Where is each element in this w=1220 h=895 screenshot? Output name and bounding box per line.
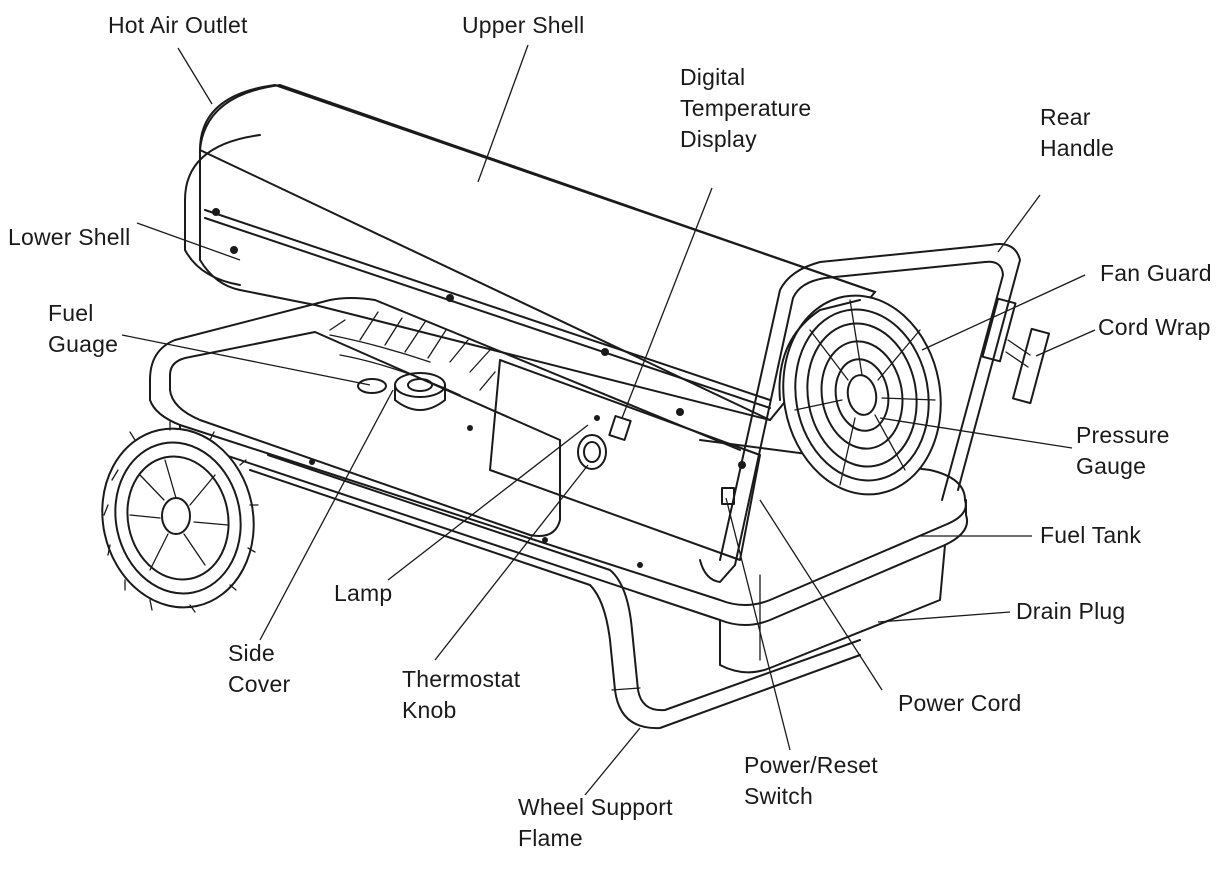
label-line: Fuel — [48, 300, 94, 326]
leader-side-cover — [259, 389, 394, 641]
wheel — [101, 421, 259, 613]
label-digital-temperature-display: Digital Temperature Display — [680, 62, 811, 155]
leader-power-cord — [759, 499, 883, 691]
fan-guard — [778, 294, 942, 496]
label-line: Handle — [1040, 135, 1115, 161]
label-power-reset-switch: Power/Reset Switch — [744, 750, 878, 812]
label-line: Display — [680, 126, 757, 152]
label-lower-shell: Lower Shell — [8, 222, 130, 253]
label-drain-plug-text: Drain Plug — [1016, 598, 1126, 624]
label-fuel-tank-text: Fuel Tank — [1040, 522, 1142, 548]
leader-thermostat-knob — [434, 464, 589, 661]
shell-cylinder — [184, 83, 877, 469]
body-side-panel — [169, 311, 761, 561]
label-upper-shell: Upper Shell — [462, 10, 584, 41]
label-fan-guard-text: Fan Guard — [1100, 260, 1212, 286]
label-lamp: Lamp — [334, 578, 392, 609]
label-upper-shell-text: Upper Shell — [462, 12, 585, 38]
label-hot-air-outlet: Hot Air Outlet — [108, 10, 248, 41]
label-line: Switch — [744, 783, 813, 809]
label-line: Wheel Support — [518, 794, 673, 820]
label-pressure-gauge: Pressure Gauge — [1076, 420, 1170, 482]
leader-pressure-gauge — [879, 417, 1073, 449]
leader-wheel-support-flame — [584, 727, 641, 796]
label-line: Thermostat — [402, 666, 521, 692]
label-line: Temperature — [680, 95, 812, 121]
label-line: Digital — [680, 64, 746, 90]
label-hot-air-outlet-text: Hot Air Outlet — [108, 12, 248, 38]
label-line: Flame — [518, 825, 583, 851]
leader-lines — [121, 44, 1096, 796]
label-power-cord-text: Power Cord — [898, 690, 1022, 716]
leader-lamp — [387, 424, 589, 581]
leader-rear-handle — [997, 194, 1041, 253]
label-cord-wrap-text: Cord Wrap — [1098, 314, 1211, 340]
label-side-cover: Side Cover — [228, 638, 290, 700]
label-line: Side — [228, 640, 275, 666]
label-lower-shell-text: Lower Shell — [8, 224, 131, 250]
leader-upper-shell — [477, 44, 529, 183]
label-rear-handle: Rear Handle — [1040, 102, 1114, 164]
leader-cord-wrap — [1035, 329, 1096, 357]
label-lamp-text: Lamp — [334, 580, 393, 606]
leader-power-reset-switch — [725, 497, 791, 751]
leader-fan-guard — [921, 274, 1086, 351]
wheel-support-frame — [249, 454, 861, 730]
label-line: Power/Reset — [744, 752, 878, 778]
leader-hot-air-outlet — [177, 47, 213, 105]
label-wheel-support-flame: Wheel Support Flame — [518, 792, 673, 854]
label-power-cord: Power Cord — [898, 688, 1021, 719]
label-drain-plug: Drain Plug — [1016, 596, 1125, 627]
label-fuel-guage: Fuel Guage — [48, 298, 118, 360]
label-fan-guard: Fan Guard — [1100, 258, 1212, 289]
label-fuel-tank: Fuel Tank — [1040, 520, 1141, 551]
leader-drain-plug — [877, 611, 1011, 623]
label-cord-wrap: Cord Wrap — [1098, 312, 1211, 343]
label-line: Guage — [48, 331, 119, 357]
leader-digital-temperature-display — [621, 187, 713, 419]
rear-handle — [699, 243, 1051, 583]
leader-lower-shell — [136, 222, 241, 261]
label-line: Pressure — [1076, 422, 1170, 448]
leader-fuel-guage — [121, 334, 371, 386]
label-line: Knob — [402, 697, 457, 723]
label-line: Gauge — [1076, 453, 1147, 479]
label-line: Rear — [1040, 104, 1091, 130]
label-thermostat-knob: Thermostat Knob — [402, 664, 520, 726]
label-line: Cover — [228, 671, 291, 697]
fuel-tank — [149, 297, 968, 674]
